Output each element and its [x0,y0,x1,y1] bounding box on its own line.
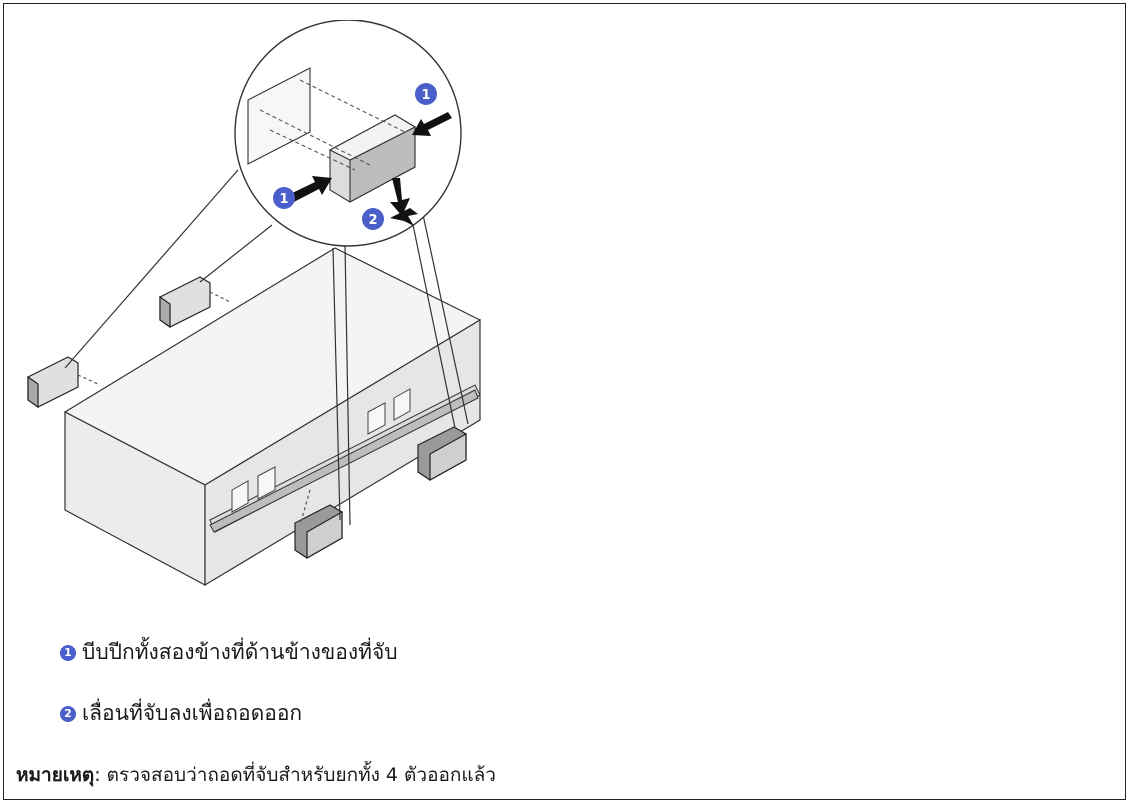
callout-lines [64,169,469,526]
removal-illustration: 1 1 2 [10,20,530,590]
side-handle-back [417,426,467,482]
step-2-text: เลื่อนที่จับลงเพื่อถอดออก [82,701,303,725]
squeeze-arrow-right [412,112,452,136]
svg-text:1: 1 [279,192,288,207]
side-rail [209,384,481,533]
note: หมายเหตุ: ตรวจสอบว่าถอดที่จับสำหรับยกทั้… [16,760,496,790]
top-handle-back [159,276,231,329]
step-2: 2 เลื่อนที่จับลงเพื่อถอดออก [60,697,302,730]
zoom-content [247,67,417,203]
zoom-circle [234,20,462,247]
side-handle-front [294,489,343,560]
svg-text:2: 2 [368,213,377,228]
note-label: หมายเหตุ [16,764,95,786]
document-frame [3,3,1126,800]
note-text: ตรวจสอบว่าถอดที่จับสำหรับยกทั้ง 4 ตัวออก… [106,764,496,786]
step-2-badge: 2 [60,705,76,722]
top-handle-front [27,356,101,409]
svg-text:1: 1 [421,88,430,103]
note-separator: : [94,764,107,786]
figure-callout-badges: 1 1 2 [273,83,437,230]
step-1-text: บีบปีกทั้งสองข้างที่ด้านข้างของที่จับ [82,640,398,664]
slide-down-arrow [390,178,418,226]
step-1-badge: 1 [60,644,76,661]
step-1: 1 บีบปีกทั้งสองข้างที่ด้านข้างของที่จับ [60,636,398,669]
